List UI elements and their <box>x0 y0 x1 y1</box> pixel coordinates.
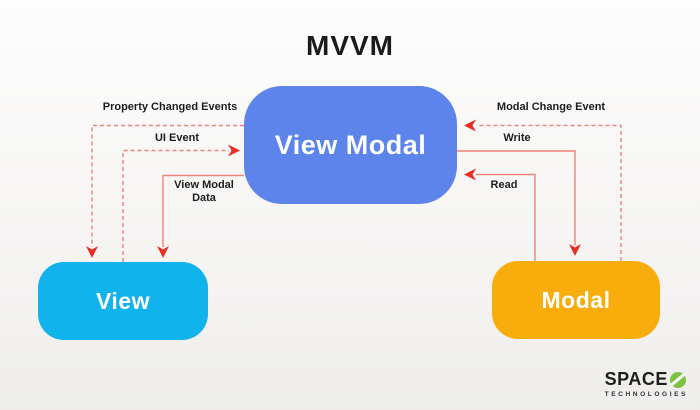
node-modal: Modal <box>492 261 660 339</box>
edge-write-arrowhead-icon <box>569 244 581 256</box>
edge-label-write: Write <box>503 132 531 144</box>
spaceo-logo: SPACE TECHNOLOGIES <box>605 369 688 398</box>
edge-ui-event-arrowhead-icon <box>228 144 240 157</box>
edge-ui-event-line <box>122 149 229 262</box>
logo-slashed-circle-icon <box>669 371 686 388</box>
node-view-modal-label: View Modal <box>274 129 427 160</box>
edge-modal-change-event-line <box>476 124 622 261</box>
edge-label-view-modal-data: View Modal Data <box>174 179 234 205</box>
edge-read-line <box>476 173 536 261</box>
logo-brand-text: SPACE <box>604 369 668 389</box>
edge-label-read: Read <box>490 179 518 191</box>
edge-write-line <box>457 150 576 245</box>
diagram-title: MVVM <box>306 30 394 61</box>
edge-label-modal-change-event: Modal Change Event <box>496 101 606 113</box>
node-view-modal: View Modal <box>244 86 457 204</box>
edge-read-arrowhead-icon <box>464 168 476 181</box>
edge-view-modal-data-line <box>162 174 244 247</box>
node-view: View <box>38 262 208 340</box>
node-view-label: View <box>96 287 150 314</box>
edge-property-changed-events-line <box>91 124 244 247</box>
edge-modal-change-event-arrowhead-icon <box>464 119 476 132</box>
edge-label-ui-event: UI Event <box>154 132 199 144</box>
node-modal-label: Modal <box>541 286 611 313</box>
edge-property-changed-events-arrowhead-icon <box>86 246 98 258</box>
edge-label-property-changed-events: Property Changed Events <box>102 101 238 113</box>
edge-view-modal-data-arrowhead-icon <box>157 246 169 258</box>
logo-subtitle-text: TECHNOLOGIES <box>604 391 688 398</box>
